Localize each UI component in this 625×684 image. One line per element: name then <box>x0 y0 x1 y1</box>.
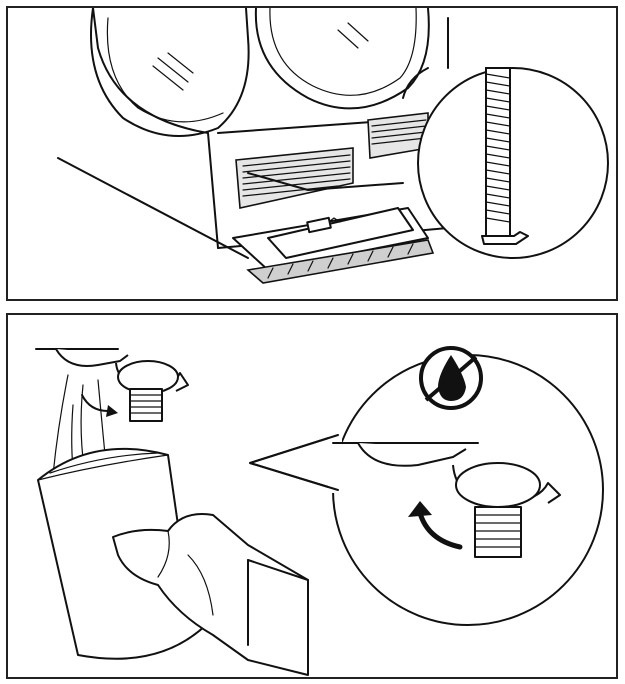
panel-top-dryer-drain-hose <box>6 6 618 301</box>
filter-drawer-icon <box>232 112 435 284</box>
small-arrow-icon <box>106 405 118 417</box>
floor-line <box>57 157 249 259</box>
drain-plug-zoom-icon <box>332 442 561 558</box>
no-water-drop-icon <box>419 346 483 410</box>
dryer-illustration <box>57 8 609 284</box>
panel-bottom-empty-water <box>6 313 618 679</box>
drain-hose-icon <box>402 67 609 259</box>
callout-pointer <box>249 434 339 491</box>
water-emptying-illustration <box>35 346 604 676</box>
rotate-arrow-icon <box>408 501 463 550</box>
hand-icon <box>112 513 309 676</box>
drain-plug-icon <box>35 348 189 422</box>
